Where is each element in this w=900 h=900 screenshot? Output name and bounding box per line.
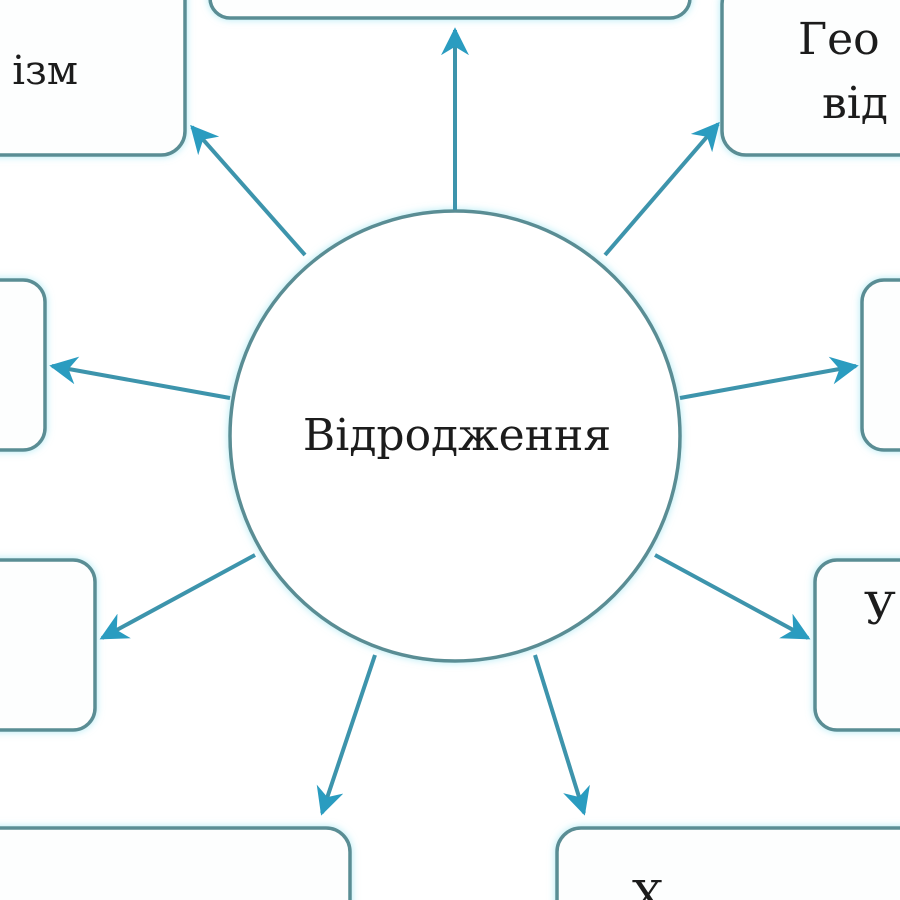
- box-mid-right: [860, 278, 900, 452]
- arrow-top-right: [603, 121, 720, 257]
- box-lower-left: [0, 558, 97, 732]
- box-top-right: [720, 0, 900, 157]
- box-top-center: [208, 0, 692, 20]
- arrow-bottom-right: [533, 654, 590, 816]
- center-circle: [228, 209, 682, 663]
- arrow-lower-right: [654, 553, 811, 640]
- box-lower-right: [813, 558, 900, 732]
- bottom-right-label: Х: [632, 872, 664, 900]
- box-bottom-left: [0, 826, 352, 900]
- center-label: Відродження: [303, 410, 611, 461]
- box-mid-left: [0, 278, 47, 452]
- arrow-top-left: [190, 124, 307, 257]
- top-left-label: ізм: [12, 48, 78, 94]
- lower-right-label: У: [864, 584, 896, 635]
- box-bottom-right: [555, 826, 900, 900]
- box-top-left: [0, 0, 187, 157]
- top-right-label-line1: Гео: [798, 14, 880, 65]
- arrow-bottom-left: [316, 654, 377, 816]
- top-right-label-line2: від: [822, 78, 888, 129]
- arrow-lower-left: [99, 553, 256, 640]
- arrow-left: [49, 356, 231, 400]
- arrow-right: [679, 356, 859, 400]
